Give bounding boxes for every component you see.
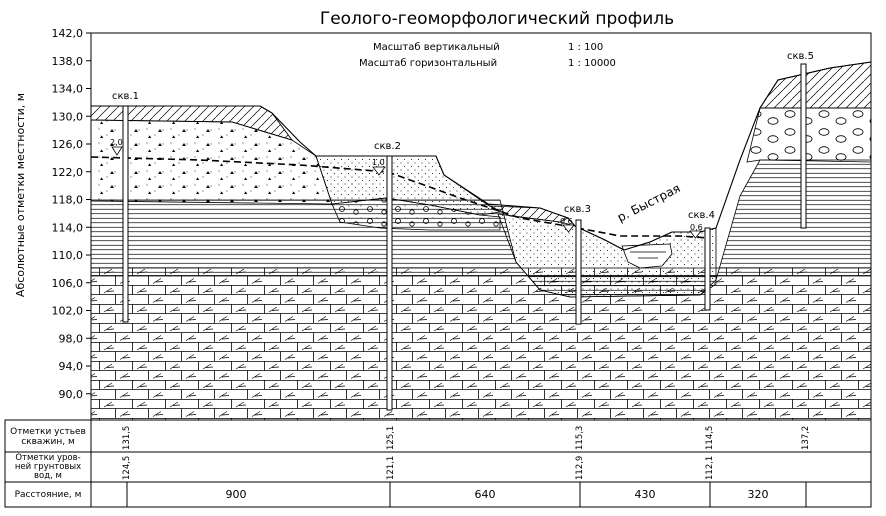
- gravel-lens: [331, 197, 501, 231]
- borehole-name: скв.5: [787, 51, 814, 62]
- horizontal-scale-label: Масштаб горизонтальный: [359, 58, 497, 69]
- borehole-name: скв.3: [564, 204, 591, 215]
- terrain-surface: [91, 61, 872, 251]
- gwl-elev-3: 112,9: [575, 456, 585, 480]
- horizontal-scale-value: 1 : 10000: [568, 58, 616, 69]
- y-tick-label: 122,0: [52, 166, 84, 179]
- y-tick-label: 130,0: [52, 110, 84, 123]
- collar-elev-4: 114,5: [705, 426, 715, 450]
- row-label-gwl-line2: ней грунтовых: [15, 462, 81, 472]
- borehole-water-depth: 1,0: [372, 158, 385, 167]
- row-label-gwl-line1: Отметки уров-: [15, 453, 80, 463]
- borehole-name: скв.1: [112, 91, 139, 102]
- y-tick-label: 90,0: [59, 388, 84, 401]
- y-tick-label: 102,0: [52, 305, 84, 318]
- borehole-1: скв.1 2,0: [110, 91, 139, 323]
- collar-elev-3: 115,3: [575, 426, 585, 450]
- river-label: р. Быстрая: [615, 181, 683, 225]
- borehole-name: скв.4: [688, 210, 715, 221]
- gwl-elev-2: 121,1: [386, 456, 396, 480]
- gwl-elev-4: 112,1: [705, 456, 715, 480]
- distance-cell: 640: [475, 488, 496, 501]
- row-label-distance: Расстояние, м: [15, 490, 82, 500]
- gwl-elev-1: 124,5: [122, 456, 132, 480]
- borehole-water-depth: 0,6: [690, 223, 703, 232]
- boulder-layer: [746, 107, 872, 163]
- river-water: [621, 243, 673, 269]
- y-tick-label: 98,0: [59, 332, 84, 345]
- borehole-water-depth: 0,6: [560, 217, 573, 226]
- data-table: Отметки устьев скважин, м Отметки уров- …: [4, 419, 872, 508]
- borehole-3: скв.3 0,6: [560, 204, 591, 325]
- borehole-water-depth: 2,0: [110, 138, 123, 147]
- collar-elev-2: 125,1: [386, 426, 396, 450]
- limestone-layer: [90, 267, 872, 421]
- collar-elev-1: 131,5: [122, 426, 132, 450]
- diagram-title: Геолого-геоморфологический профиль: [320, 9, 674, 29]
- distance-cell: 900: [226, 488, 247, 501]
- y-tick-label: 114,0: [52, 221, 84, 234]
- y-tick-label: 134,0: [52, 83, 84, 96]
- y-tick-label: 142,0: [52, 27, 84, 40]
- y-tick-label: 110,0: [52, 249, 84, 262]
- borehole-4: скв.4 0,6: [688, 210, 715, 311]
- row-label-collar-line2: скважин, м: [21, 437, 75, 447]
- y-tick-label: 94,0: [59, 360, 84, 373]
- y-axis-label: Абсолютные отметки местности, м: [14, 93, 27, 297]
- y-tick-label: 118,0: [52, 194, 84, 207]
- row-label-gwl-line3: вод, м: [34, 471, 62, 481]
- y-tick-label: 126,0: [52, 138, 84, 151]
- hatched-cover-right: [759, 61, 872, 109]
- y-tick-label: 138,0: [52, 55, 84, 68]
- borehole-5: скв.5: [787, 51, 814, 229]
- y-tick-label: 106,0: [52, 277, 84, 290]
- groundwater-line: [90, 156, 709, 239]
- borehole-2: скв.2 1,0: [372, 141, 401, 411]
- borehole-name: скв.2: [374, 141, 401, 152]
- row-label-collar-line1: Отметки устьев: [10, 427, 86, 437]
- distance-cell: 430: [635, 488, 656, 501]
- geology-layers: [90, 61, 872, 421]
- vertical-scale-value: 1 : 100: [568, 42, 603, 53]
- collar-elev-5: 137,2: [801, 426, 811, 450]
- y-axis-ticks: 142,0 138,0 134,0 130,0 126,0 122,0 118,0 114,0…: [52, 27, 91, 401]
- vertical-scale-label: Масштаб вертикальный: [373, 42, 500, 53]
- distance-cell: 320: [748, 488, 769, 501]
